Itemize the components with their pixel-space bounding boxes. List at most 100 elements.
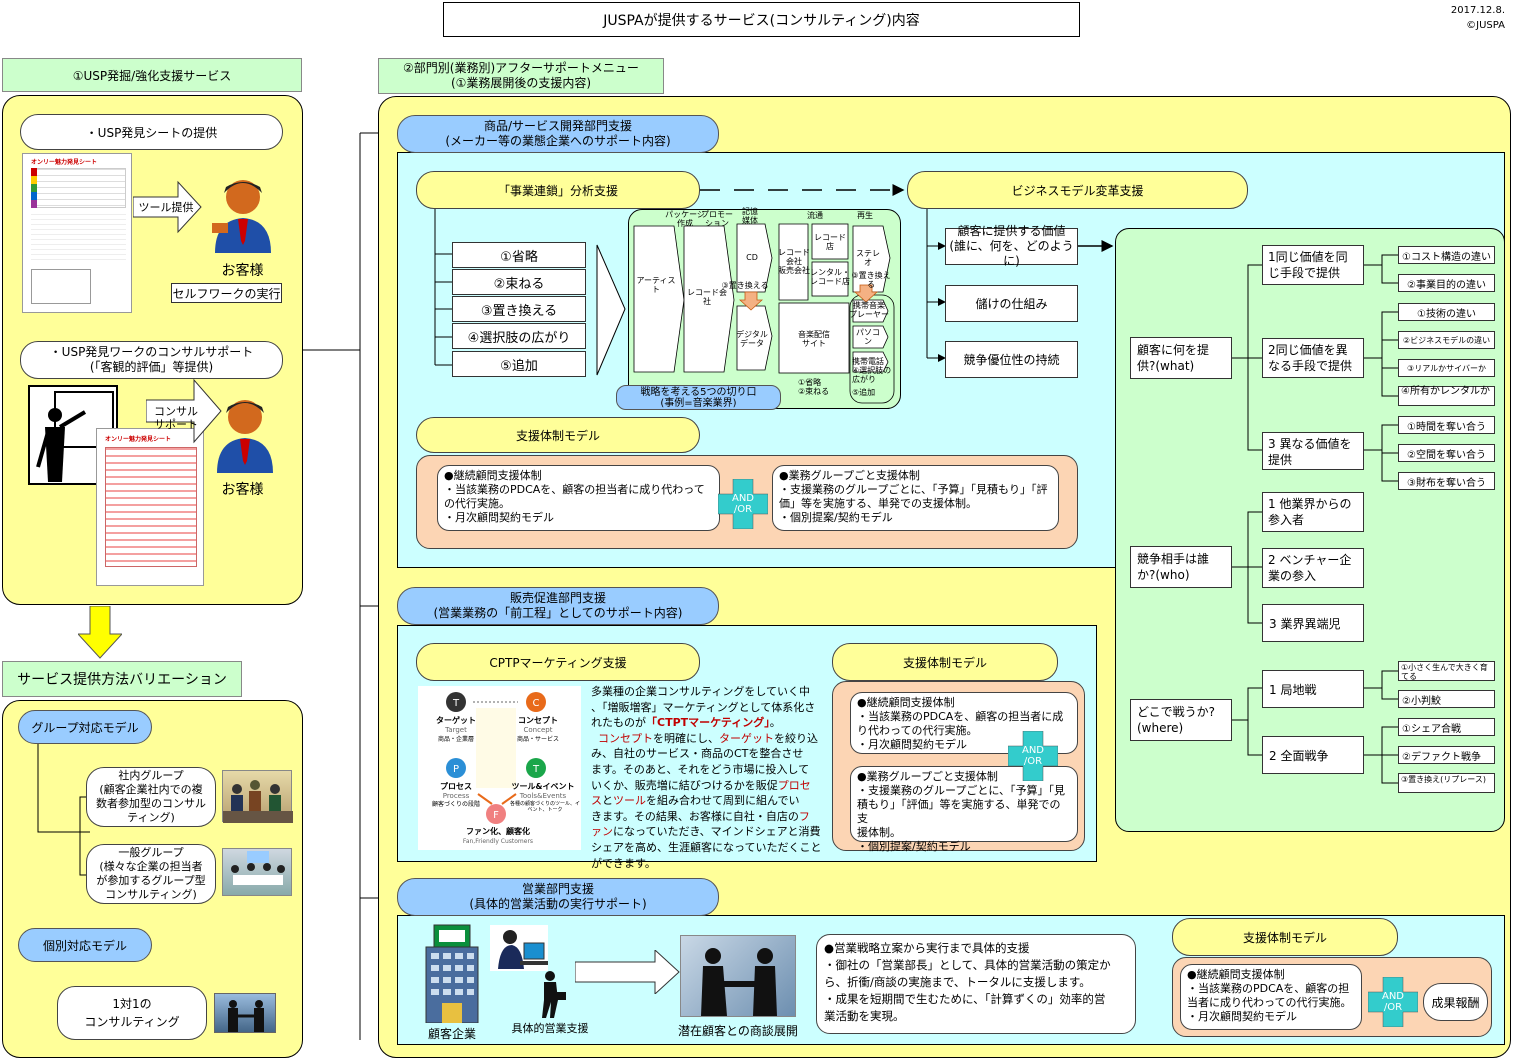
choice-label: ④選択肢の 広がり	[852, 366, 892, 384]
sales-strategy-box: ●営業戦略立案から実行まで具体的支援・御社の「営業部長」として、具体的営業活動の…	[816, 934, 1136, 1034]
add-label: ⑤追加	[852, 388, 876, 397]
fig-target-sub: 商品・企業層	[437, 736, 474, 743]
replace2-label: ③置き換える	[851, 271, 891, 289]
tree-what-3a: ①時間を奪い合う	[1398, 416, 1495, 434]
fig-process: プロセス	[440, 782, 472, 791]
selfwork-label: セルフワークの実行	[171, 283, 282, 303]
fig-concept-en: Concept	[523, 726, 553, 734]
tree-what-3c: ③財布を奪い合う	[1398, 472, 1495, 490]
prospect-label: 潜在顧客との商談展開	[678, 1023, 798, 1038]
tree-what-2a: ①技術の違い	[1398, 303, 1495, 321]
client-label: 顧客企業	[427, 1026, 476, 1041]
usp-consul-item: ・USP発見ワークのコンサルサポート(「客観的評価」等提供)	[20, 341, 283, 379]
meeting-photo-2	[222, 848, 292, 896]
tree-where-1: 1 局地戦	[1262, 670, 1364, 708]
svg-text:P: P	[453, 764, 459, 775]
tree-where-2a: ①シェア合戦	[1398, 718, 1495, 736]
col-dist: 流通	[807, 210, 823, 220]
fig-target: ターゲット	[436, 716, 476, 725]
fig-concept: コンセプト	[518, 716, 558, 725]
tree-where-2c: ③置き換え(リプレース)	[1398, 773, 1495, 793]
sales-arrow	[575, 950, 680, 994]
pc-label: パソコン	[856, 328, 880, 346]
mobile-label: 携帯電話	[852, 356, 884, 366]
col-package: パッケージ 作成	[665, 210, 705, 228]
tree-what-2b: ②ビジネスモデルの違い	[1398, 331, 1495, 349]
handshake-photo	[680, 935, 796, 1017]
svg-text:T: T	[532, 764, 540, 775]
profit-mechanism: 儲けの仕組み	[945, 285, 1078, 322]
tree-what-1b: ②事業目的の違い	[1398, 274, 1495, 292]
fig-tools-sub: 各種の顧客づくりのツール、イベント、トーク	[510, 801, 581, 813]
cut-omit: ①省略	[452, 242, 586, 268]
business-chain-analysis[interactable]: 「事業連鎖」分析支援	[416, 171, 700, 209]
fig-target-en: Target	[445, 726, 467, 734]
sp-group-support: ●業務グループごと支援体制・支援業務のグループごとに、「予算」「見積もり」「評価…	[850, 766, 1078, 853]
customer-icon-2	[212, 395, 277, 475]
usp-sheet-image-2: オンリー魅力発見シート	[96, 428, 204, 586]
fig-process-sub: 顧客づくりの段階	[431, 801, 480, 808]
cptp-marketing[interactable]: CPTPマーケティング支援	[416, 643, 700, 681]
sales-support-model[interactable]: 支援体制モデル	[1172, 918, 1398, 956]
tree-who: 競争相手は誰か?(who)	[1130, 546, 1232, 588]
svg-text:F: F	[493, 810, 499, 821]
handshake-photo-small	[214, 993, 276, 1033]
dept-support-header: ②部門別(業務別)アフターサポートメニュー(①業務展開後の支援内容)	[378, 58, 664, 94]
col-media: 記憶 媒体	[742, 207, 758, 225]
sp-continuous-support: ●継続顧問支援体制・当該業務のPDCAを、顧客の担当者に成り代わっての代行実施。…	[850, 692, 1078, 754]
artist-label: アーティスト	[636, 276, 676, 294]
sales-title[interactable]: 営業部門支援(具体的営業活動の実行サポート)	[397, 878, 719, 916]
sales-promo-title[interactable]: 販売促進部門支援(営業業務の「前工程」としてのサポート内容)	[397, 587, 719, 625]
variation-header: サービス提供方法バリエーション	[2, 661, 242, 697]
usp-sheet-item: ・USP発見シートの提供	[20, 114, 283, 150]
sales-promo-support-model[interactable]: 支援体制モデル	[832, 643, 1058, 681]
site-label: 音楽配信 サイト	[798, 330, 830, 348]
tool-arrow: ツール提供	[133, 180, 203, 235]
svg-text:T: T	[452, 698, 460, 709]
tree-what: 顧客に何を提供?(what)	[1130, 337, 1232, 379]
walking-salesman-icon	[530, 970, 570, 1020]
date: 2017.12.8.	[1450, 5, 1505, 16]
cut-replace: ③置き換える	[452, 296, 586, 322]
replace-label: ③置き換える	[721, 280, 769, 290]
tree-who-1: 1 他業界からの参入者	[1262, 492, 1364, 532]
page-title: JUSPAが提供するサービス(コンサルティング)内容	[443, 2, 1080, 37]
product-support-model[interactable]: 支援体制モデル	[416, 417, 700, 453]
tree-where-1b: ②小判鮫	[1398, 690, 1495, 708]
tree-what-2d: ④所有かレンタルか	[1398, 386, 1495, 406]
player-label: 携帯音楽 プレーヤー	[849, 301, 889, 319]
usp-service-header: ①USP発掘/強化支援サービス	[2, 58, 302, 92]
value-proposition: 顧客に提供する価値(誰に、何を、どのように)	[945, 224, 1078, 268]
customer-label-1: お客様	[221, 263, 264, 279]
tree-what-2: 2同じ価値を異なる手段で提供	[1262, 338, 1364, 378]
cptp-figure: T C P T F ターゲット Target 商品・企業層 コンセプト Conc…	[418, 686, 581, 850]
client-building-icon	[420, 923, 484, 1023]
record-sales: レコード 会社 販売会社	[778, 247, 810, 275]
fig-tools-en: Tools&Events	[519, 792, 567, 800]
individual-model: 個別対応モデル	[18, 928, 152, 962]
rental-shop: レンタル・ レコード店	[810, 268, 850, 286]
usp-sheet-image: オンリー魅力発見シート	[22, 153, 132, 313]
business-model-reform[interactable]: ビジネスモデル変革支援	[907, 171, 1248, 209]
cd-label: CD	[746, 252, 758, 262]
col-promo: プロモー ション	[701, 210, 733, 228]
omit-label: ①省略 ②束ねる	[798, 378, 830, 396]
tree-who-3: 3 業界異端児	[1262, 604, 1364, 642]
digital-label: デジタル データ	[736, 330, 768, 348]
meeting-photo-1	[222, 770, 293, 823]
sp-andor-cross-icon: AND/OR	[1008, 731, 1058, 781]
cut-bundle: ②束ねる	[452, 269, 586, 295]
label-co: レコード会社	[687, 288, 727, 306]
sales-andor-cross-icon: AND/OR	[1368, 977, 1418, 1027]
tree-where-1a: ①小さく生んで大きく育てる	[1398, 661, 1495, 681]
product-dev-title[interactable]: 商品/サービス開発部門支援(メーカー等の業態企業へのサポート内容)	[397, 115, 719, 153]
fig-tools: ツール&イベント	[511, 782, 575, 791]
group-model: グループ対応モデル	[18, 710, 152, 744]
cut-add: ⑤追加	[452, 351, 586, 377]
col-play: 再生	[857, 210, 873, 220]
tree-what-2c: ③リアルかサイバーか	[1398, 359, 1495, 377]
down-arrow-icon	[78, 606, 122, 660]
tree-what-1a: ①コスト構造の違い	[1398, 246, 1495, 264]
product-continuous-support: ●継続顧問支援体制・当該業務のPDCAを、顧客の担当者に成り代わっての代行実施。…	[437, 465, 720, 531]
inhouse-group: 社内グループ(顧客企業社内での複数者参加型のコンサルティング)	[86, 767, 216, 827]
